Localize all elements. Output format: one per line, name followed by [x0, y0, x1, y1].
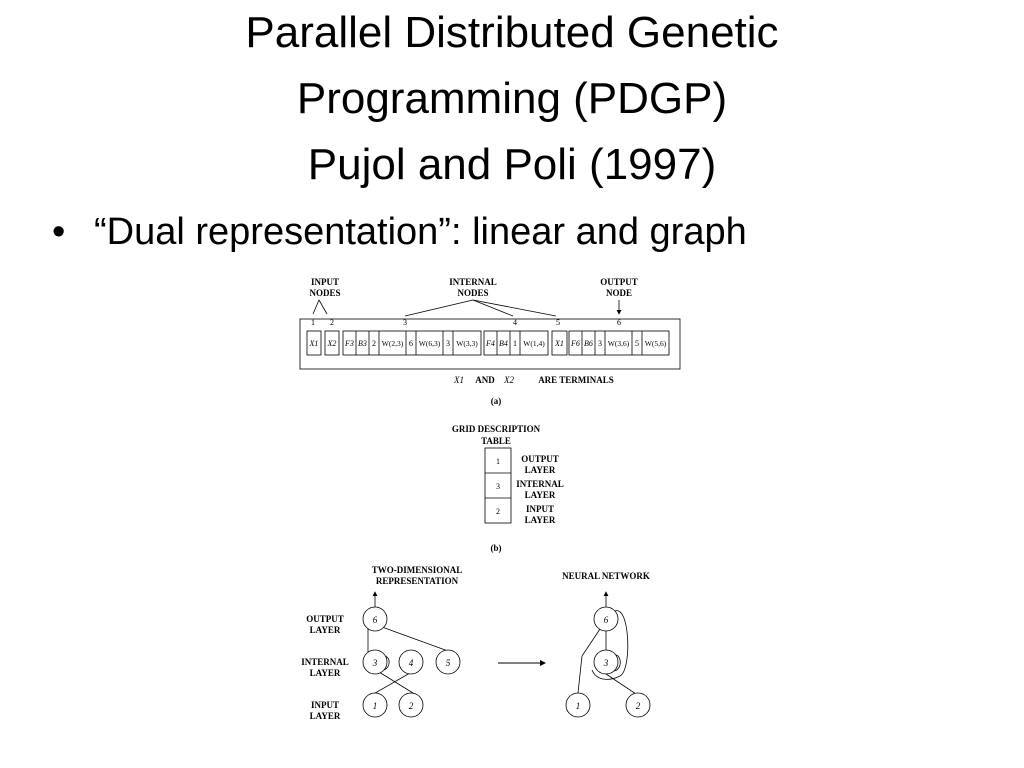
sublabel-a: (a)	[491, 396, 502, 406]
genotype-box	[299, 318, 681, 370]
cell: B4	[499, 339, 508, 348]
network-node: 3	[603, 658, 609, 668]
graph-node: 5	[446, 658, 451, 668]
cell: W(6,3)	[419, 339, 441, 348]
position-number: 5	[556, 318, 560, 327]
position-number: 1	[311, 318, 315, 327]
title-line: Pujol and Poli (1997)	[307, 140, 717, 189]
cell: F6	[570, 339, 580, 348]
position-number: 3	[403, 318, 407, 327]
cell: 3	[598, 339, 602, 348]
bullet-text: “Dual representation”: linear and graph	[94, 211, 747, 253]
two-dim-nodes	[362, 606, 461, 718]
layer-label: OUTPUT	[306, 614, 344, 624]
network-nodes	[565, 606, 651, 718]
layer-label: LAYER	[310, 625, 341, 635]
graph-node: 4	[409, 658, 414, 668]
input-nodes-label: NODES	[309, 288, 340, 298]
layer-label: INPUT	[311, 700, 339, 710]
network-node: 6	[604, 615, 609, 625]
network-node-labels: 6 3 1 2	[576, 615, 641, 711]
cell: 6	[409, 339, 413, 348]
neural-network-title: NEURAL NETWORK	[562, 571, 650, 581]
position-number: 4	[513, 318, 517, 327]
title-line: Programming (PDGP)	[296, 74, 728, 123]
cell: 3	[446, 339, 450, 348]
layer-label: INTERNAL	[301, 657, 349, 667]
layer-label: LAYER	[310, 711, 341, 721]
figure-b: GRID DESCRIPTION TABLE 1 3 2 OUTPUT LAYE…	[452, 424, 564, 553]
network-node: 1	[576, 701, 581, 711]
grid-row-label: INPUT	[526, 504, 554, 514]
cell: B6	[584, 339, 593, 348]
cell: X1	[309, 339, 319, 348]
cell: 5	[635, 339, 639, 348]
grid-table	[484, 447, 512, 524]
cell: B3	[358, 339, 367, 348]
grid-table-title: GRID DESCRIPTION	[452, 424, 541, 434]
cell: W(2,3)	[382, 339, 404, 348]
caption-x2: X2	[503, 375, 514, 385]
grid-row-label: LAYER	[525, 515, 556, 525]
cell: 1	[513, 339, 517, 348]
position-number: 2	[330, 318, 334, 327]
output-node-label: OUTPUT	[600, 277, 638, 287]
figure-a: INPUT NODES INTERNAL NODES OUTPUT NODE 1…	[299, 277, 681, 406]
figure-c: TWO-DIMENSIONAL REPRESENTATION NEURAL NE…	[301, 565, 651, 721]
two-dim-title: TWO-DIMENSIONAL	[372, 565, 463, 575]
caption-x1: X1	[453, 375, 464, 385]
title-line: Parallel Distributed Genetic	[245, 8, 779, 57]
grid-row-label: OUTPUT	[521, 454, 559, 464]
caption-terminals: ARE TERMINALS	[538, 375, 614, 385]
grid-value: 1	[496, 457, 500, 466]
cell: F3	[344, 339, 354, 348]
input-nodes-label: INPUT	[311, 277, 339, 287]
cell: W(3,3)	[456, 339, 478, 348]
output-node-label: NODE	[606, 288, 632, 298]
bullet-item: • “Dual representation”: linear and graph	[52, 205, 747, 259]
graph-node: 6	[373, 615, 378, 625]
graph-node: 3	[372, 658, 378, 668]
cell: W(3,6)	[608, 339, 630, 348]
layer-label: LAYER	[310, 668, 341, 678]
grid-row-label: LAYER	[525, 490, 556, 500]
two-dim-title: REPRESENTATION	[376, 576, 459, 586]
grid-table-title: TABLE	[481, 436, 511, 446]
grid-value: 2	[496, 507, 500, 516]
cell: W(5,6)	[645, 339, 667, 348]
two-dim-node-labels: 6 3 4 5 1 2	[372, 615, 451, 711]
network-node: 2	[636, 701, 641, 711]
segment-boxes	[306, 330, 670, 356]
cell: X1	[554, 339, 564, 348]
cell: X2	[327, 339, 337, 348]
internal-nodes-label: NODES	[457, 288, 488, 298]
sublabel-b: (b)	[491, 543, 502, 553]
cell: 2	[372, 339, 376, 348]
cell: F4	[485, 339, 495, 348]
slide-title: Parallel Distributed Genetic Programming…	[0, 0, 1024, 198]
bullet-dot: •	[52, 211, 66, 253]
segment-cells: X1 X2 F3 B3 2 W(2,3) 6 W(6,3) 3 W(3,3) F…	[309, 339, 667, 348]
grid-row-label: LAYER	[525, 465, 556, 475]
pointer-lines	[312, 299, 622, 317]
cell: W(1,4)	[523, 339, 545, 348]
caption-and: AND	[475, 375, 495, 385]
position-number: 6	[617, 318, 621, 327]
graph-node: 1	[373, 701, 378, 711]
grid-value: 3	[496, 482, 500, 491]
internal-nodes-label: INTERNAL	[449, 277, 497, 287]
graph-node: 2	[409, 701, 414, 711]
grid-row-label: INTERNAL	[516, 479, 564, 489]
